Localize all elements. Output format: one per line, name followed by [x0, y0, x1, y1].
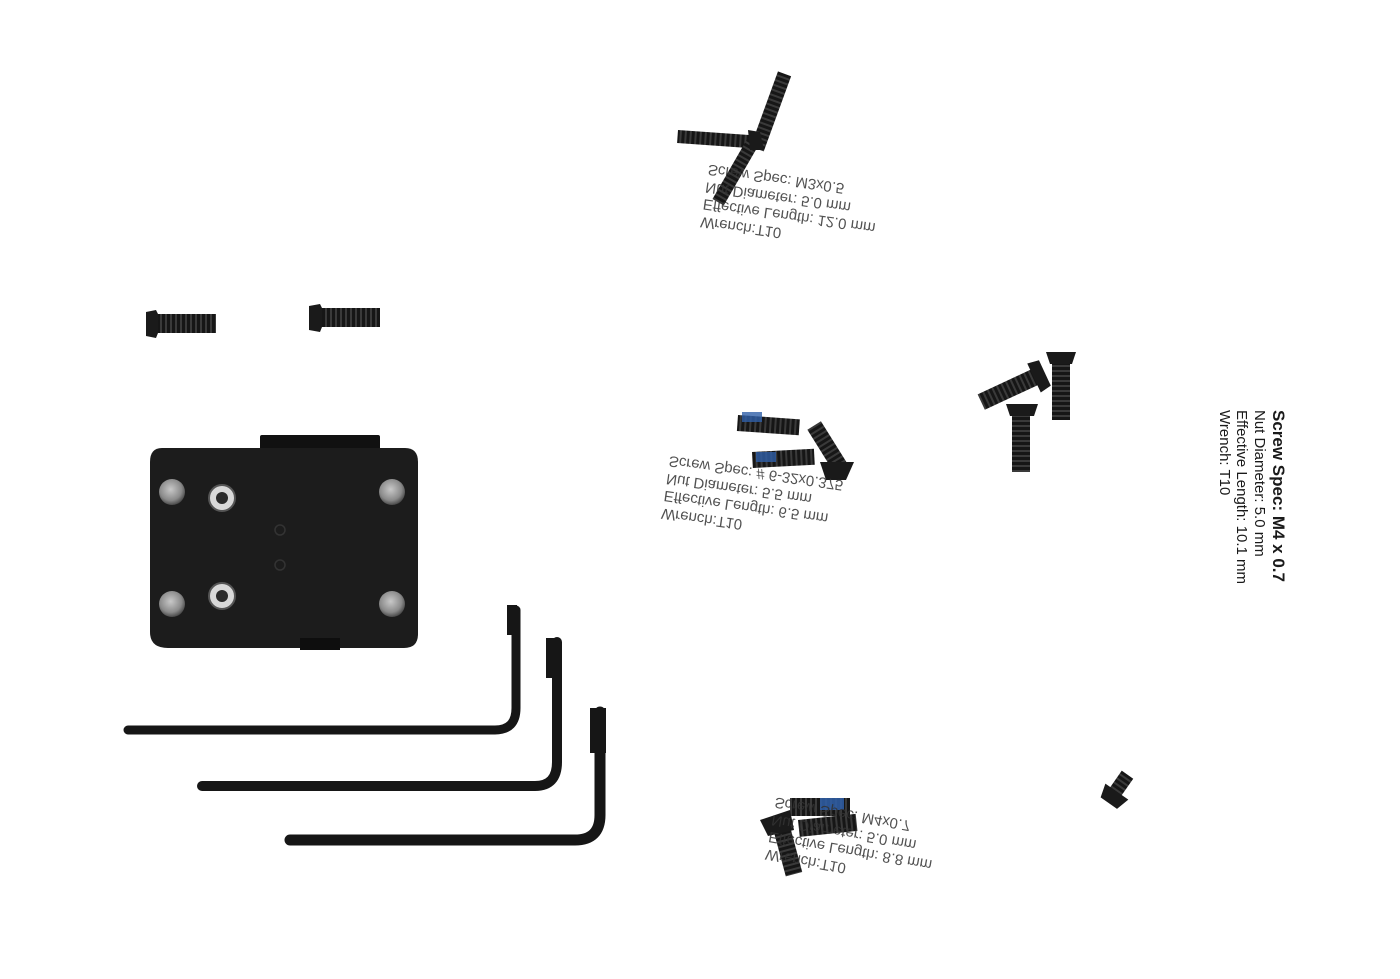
adapter-plate [150, 435, 418, 650]
plate-pin-top-right [379, 479, 405, 505]
screw-bag-middle [736, 412, 854, 480]
torx-wrench-2 [197, 637, 562, 791]
torx-wrench-3 [284, 706, 606, 846]
loose-screw-cluster [977, 352, 1076, 472]
nut-diameter-text: Nut Diameter: 5.0 mm [1250, 410, 1268, 557]
plate-pin-bottom-left [159, 591, 185, 617]
torx-wrench-1 [123, 605, 521, 735]
screw-bag-top [677, 71, 792, 206]
screw-spec-label: Screw Spec: M4 x 0.7 Nut Diameter: 5.0 m… [1215, 410, 1288, 584]
wrench-text: Wrench: T10 [1215, 410, 1233, 496]
screw-spec-title: Screw Spec: M4 x 0.7 [1269, 410, 1288, 582]
loose-screw-1 [146, 310, 216, 338]
plate-pin-top-left [159, 479, 185, 505]
plate-pin-bottom-right [379, 591, 405, 617]
effective-length-text: Effective Length: 10.1 mm [1233, 410, 1251, 584]
screw-bag-bottom [760, 798, 858, 877]
small-loose-screw [1100, 770, 1134, 809]
loose-screw-2 [309, 304, 380, 332]
